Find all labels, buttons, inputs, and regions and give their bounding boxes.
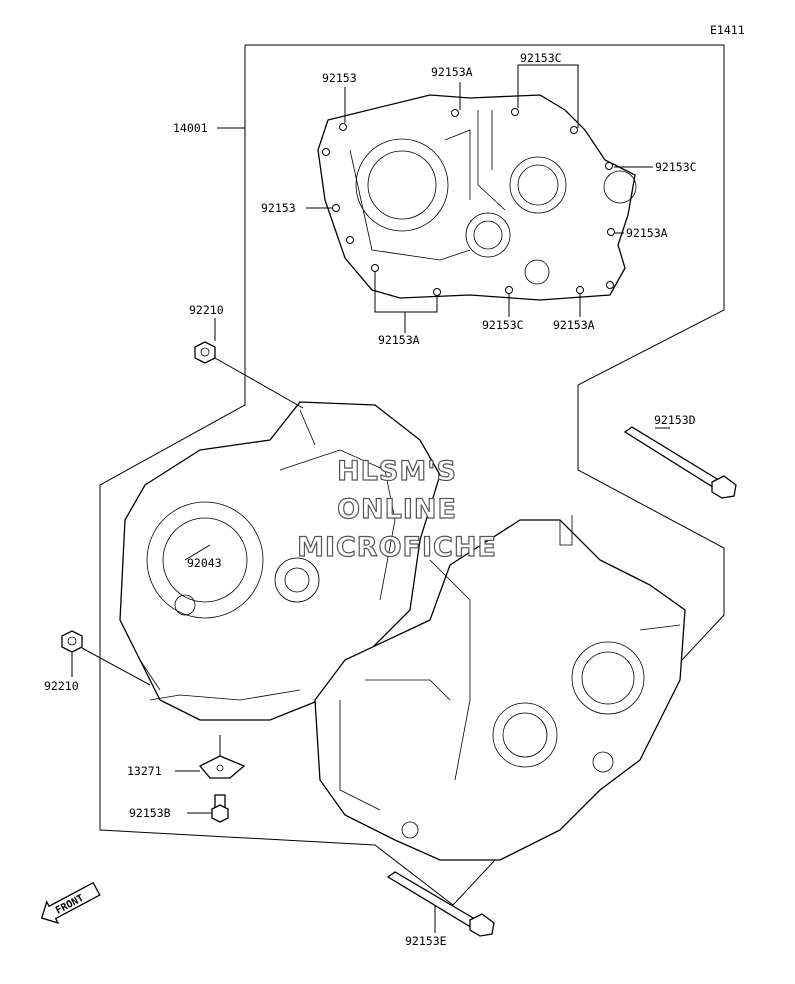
watermark: HLSM'S ONLINE MICROFICHE: [296, 455, 497, 563]
long-bolt-upper: [623, 426, 737, 499]
watermark-line-3: MICROFICHE: [297, 532, 497, 563]
plate: [198, 755, 246, 779]
callout-92153a-top: 92153A: [431, 65, 473, 79]
hex-nut-lower: [61, 630, 83, 653]
front-arrow-icon: FRONT: [40, 881, 101, 925]
callout-92210-upper: 92210: [189, 303, 224, 317]
callout-92153a-bottom-right: 92153A: [553, 318, 595, 332]
callout-92153b: 92153B: [129, 806, 171, 820]
figure-code: E1411: [710, 23, 745, 37]
long-bolt-lower: [386, 871, 495, 937]
watermark-line-2: ONLINE: [337, 494, 457, 525]
callout-92153c-right: 92153C: [655, 160, 697, 174]
callout-92153a-bottom-left: 92153A: [378, 333, 420, 347]
callout-92153-top: 92153: [322, 71, 357, 85]
callout-92153c-top: 92153C: [520, 51, 562, 65]
group-frame-outline: [99, 44, 725, 906]
callout-14001: 14001: [173, 121, 208, 135]
watermark-line-1: HLSM'S: [337, 456, 457, 487]
hex-nut-upper: [194, 341, 216, 364]
callout-92043: 92043: [187, 556, 222, 570]
callout-92153c-bottom: 92153C: [482, 318, 524, 332]
crankcase-half-outline: [317, 94, 637, 301]
callout-92153d: 92153D: [654, 413, 696, 427]
callout-92153a-right: 92153A: [626, 226, 668, 240]
callout-13271: 13271: [127, 764, 162, 778]
leader-lines: [71, 64, 670, 933]
callout-92153e: 92153E: [405, 934, 447, 948]
callout-92210-lower: 92210: [44, 679, 79, 693]
crankcase-assembly: [119, 401, 686, 861]
small-bolt: [211, 794, 229, 823]
callout-92153-left: 92153: [261, 201, 296, 215]
